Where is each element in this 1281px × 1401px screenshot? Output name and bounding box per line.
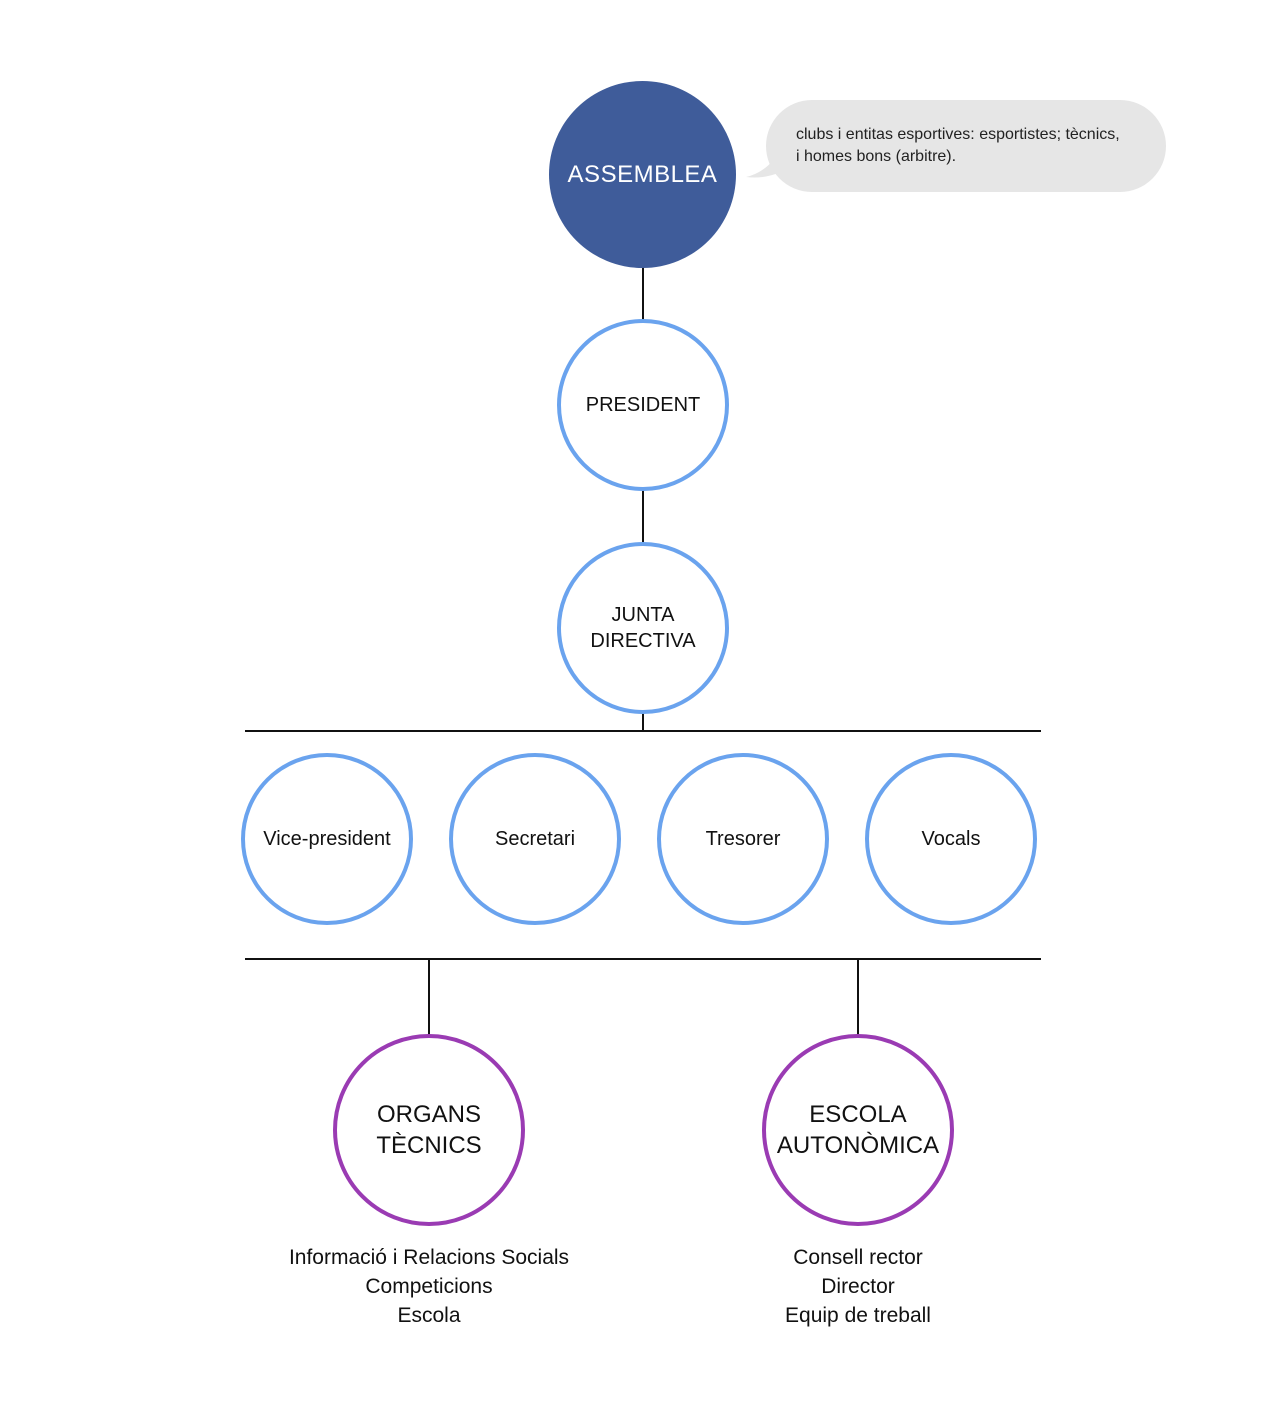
connector-assemblea-president — [642, 266, 644, 320]
note-bubble: clubs i entitas esportives: esportistes;… — [766, 100, 1166, 192]
node-assemblea: ASSEMBLEA — [549, 81, 736, 268]
node-organs-tecnics: ORGANS TÈCNICS — [333, 1034, 525, 1226]
list-item: Consell rector — [793, 1246, 923, 1269]
node-president-label: PRESIDENT — [585, 394, 701, 416]
note-text: clubs i entitas esportives: esportistes;… — [796, 126, 1120, 165]
node-vice-president-label: Vice-president — [263, 828, 391, 850]
horizontal-bar-bottom — [245, 958, 1041, 960]
node-tresorer: Tresorer — [657, 753, 829, 925]
horizontal-bar-top — [245, 730, 1041, 732]
list-item: Director — [821, 1275, 895, 1298]
node-president: PRESIDENT — [557, 319, 729, 491]
list-item: Equip de treball — [785, 1304, 931, 1327]
connector-bar-organs — [428, 959, 430, 1036]
node-tresorer-label: Tresorer — [705, 828, 781, 850]
node-vocals-label: Vocals — [921, 828, 981, 850]
connector-president-junta — [642, 488, 644, 544]
node-junta-directiva: JUNTA DIRECTIVA — [557, 542, 729, 714]
node-vocals: Vocals — [865, 753, 1037, 925]
node-escola-autonomica-label: ESCOLA AUTONÒMICA — [776, 1100, 940, 1159]
list-item: Escola — [397, 1304, 461, 1327]
node-vice-president: Vice-president — [241, 753, 413, 925]
connector-bar-escola — [857, 959, 859, 1036]
node-secretari-label: Secretari — [494, 828, 576, 850]
organs-tecnics-list: Informació i Relacions Socials Competici… — [229, 1243, 629, 1330]
node-assemblea-label: ASSEMBLEA — [567, 160, 718, 188]
list-item: Informació i Relacions Socials — [288, 1246, 570, 1269]
connector-junta-bar — [642, 710, 644, 731]
node-escola-autonomica: ESCOLA AUTONÒMICA — [762, 1034, 954, 1226]
escola-autonomica-list: Consell rector Director Equip de treball — [658, 1243, 1058, 1330]
node-secretari: Secretari — [449, 753, 621, 925]
node-organs-tecnics-label: ORGANS TÈCNICS — [376, 1100, 482, 1159]
node-junta-directiva-label: JUNTA DIRECTIVA — [590, 604, 696, 652]
list-item: Competicions — [365, 1275, 493, 1298]
